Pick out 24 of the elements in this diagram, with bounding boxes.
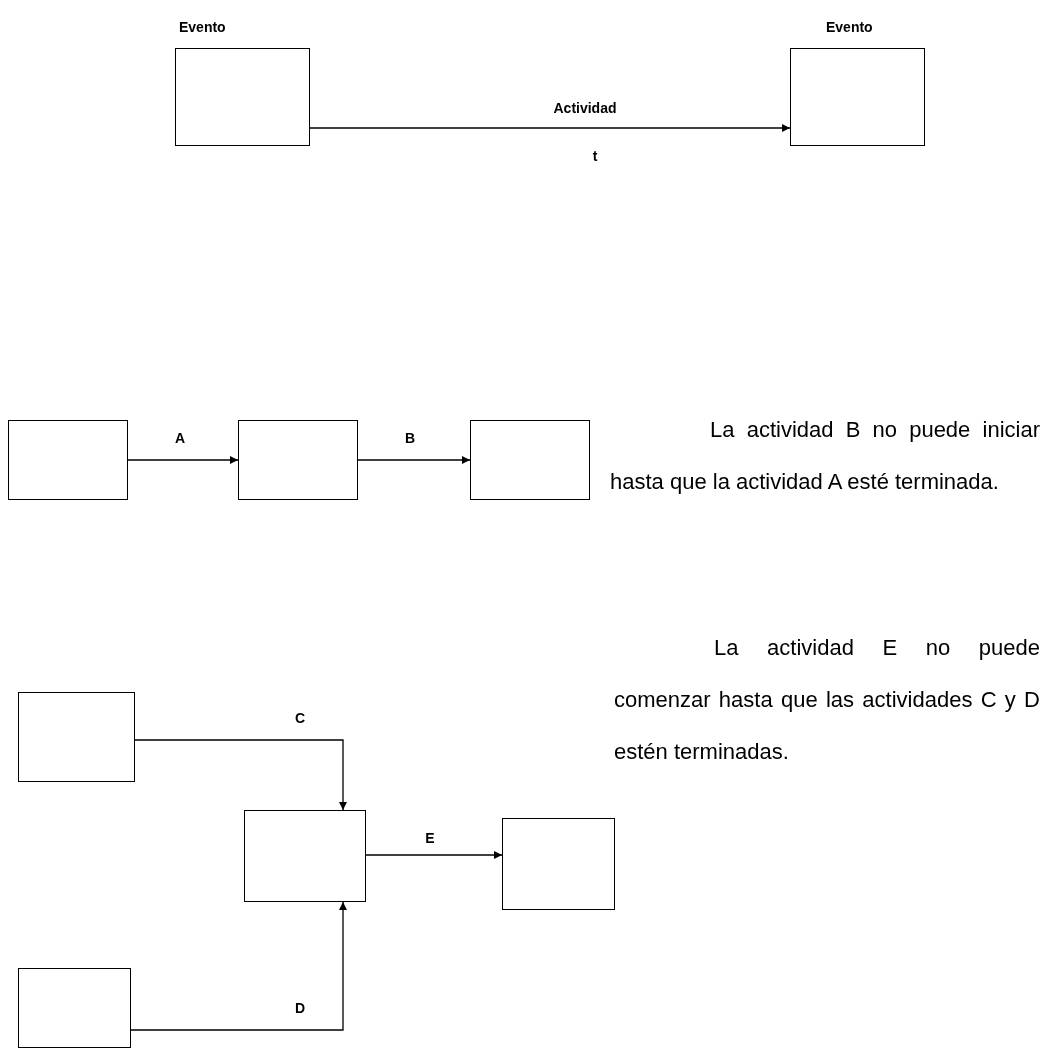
arrow — [357, 456, 471, 464]
arrow — [365, 851, 503, 859]
edge-label: D — [292, 1000, 308, 1016]
arrow — [127, 456, 239, 464]
arrow — [130, 901, 347, 1031]
event-box — [18, 692, 135, 782]
event-heading: Evento — [179, 19, 226, 35]
edge-label: C — [292, 710, 308, 726]
event-box — [238, 420, 358, 500]
arrow — [134, 739, 347, 811]
explanation-paragraph: La actividad E no puede comenzar hasta que las actividades C y D estén terminadas. — [614, 634, 1040, 766]
event-box — [18, 968, 131, 1048]
edge-label: A — [172, 430, 188, 446]
event-box — [8, 420, 128, 500]
arrow — [309, 124, 791, 132]
event-box — [244, 810, 366, 902]
edge-label: E — [423, 830, 437, 846]
event-heading: Evento — [826, 19, 873, 35]
duration-label: t — [590, 148, 600, 164]
edge-label: B — [402, 430, 418, 446]
explanation-paragraph: La actividad B no puede iniciar hasta que la actividad A esté terminada. — [610, 416, 1040, 496]
event-box — [470, 420, 590, 500]
event-box — [502, 818, 615, 910]
edge-label: Actividad — [551, 100, 619, 116]
